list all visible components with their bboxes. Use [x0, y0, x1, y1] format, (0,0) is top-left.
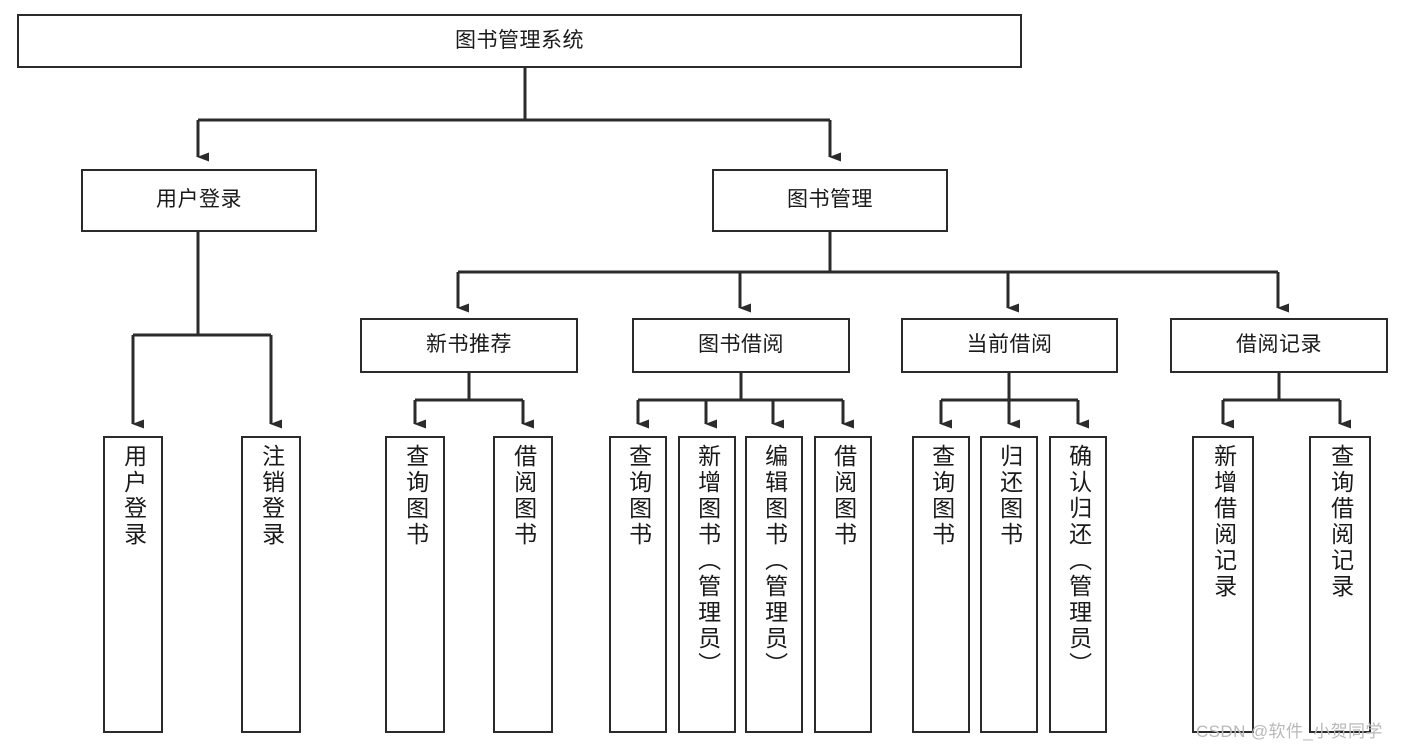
- node-book-borrowing[interactable]: 图书借阅: [632, 318, 850, 373]
- node-label: 图书管理系统: [455, 28, 584, 52]
- node-label: 归还图书: [996, 444, 1023, 548]
- node-root-book-management-system[interactable]: 图书管理系统: [17, 14, 1022, 68]
- node-user-login[interactable]: 用户登录: [81, 169, 317, 232]
- node-label: 图书借阅: [698, 333, 784, 357]
- node-label: 用户登录: [120, 444, 147, 548]
- leaf-query-book-borrowing[interactable]: 查询图书: [609, 436, 667, 733]
- leaf-add-book-admin[interactable]: 新增图书（管理员）: [678, 436, 736, 733]
- csdn-watermark: CSDN @软件_小贺同学: [1196, 722, 1383, 741]
- leaf-user-login[interactable]: 用户登录: [103, 436, 163, 733]
- node-label: 借阅图书: [510, 444, 537, 548]
- node-label: 注销登录: [258, 444, 285, 548]
- leaf-confirm-return-admin[interactable]: 确认归还（管理员）: [1049, 436, 1107, 733]
- leaf-borrow-book[interactable]: 借阅图书: [814, 436, 872, 733]
- node-label: 查询借阅记录: [1327, 444, 1354, 600]
- leaf-query-borrowing-record[interactable]: 查询借阅记录: [1309, 436, 1371, 733]
- node-label: 确认归还（管理员）: [1065, 444, 1092, 678]
- leaf-borrow-book-recommendation[interactable]: 借阅图书: [493, 436, 553, 733]
- leaf-query-book-current[interactable]: 查询图书: [912, 436, 970, 733]
- node-label: 新增图书（管理员）: [694, 444, 721, 678]
- node-label: 查询图书: [625, 444, 652, 548]
- node-borrowing-records[interactable]: 借阅记录: [1170, 318, 1388, 373]
- node-label: 新书推荐: [426, 333, 512, 357]
- node-label: 查询图书: [928, 444, 955, 548]
- node-current-borrowing[interactable]: 当前借阅: [901, 318, 1118, 373]
- leaf-return-book[interactable]: 归还图书: [980, 436, 1038, 733]
- node-label: 借阅图书: [830, 444, 857, 548]
- node-label: 当前借阅: [966, 333, 1053, 357]
- node-label: 查询图书: [402, 444, 429, 548]
- leaf-logout[interactable]: 注销登录: [241, 436, 301, 733]
- node-label: 借阅记录: [1236, 333, 1322, 357]
- node-label: 新增借阅记录: [1210, 444, 1237, 600]
- node-label: 用户登录: [156, 188, 242, 212]
- node-book-management[interactable]: 图书管理: [712, 169, 948, 232]
- leaf-edit-book-admin[interactable]: 编辑图书（管理员）: [745, 436, 803, 733]
- leaf-add-borrowing-record[interactable]: 新增借阅记录: [1192, 436, 1254, 733]
- node-label: 图书管理: [787, 188, 873, 212]
- node-new-book-recommendation[interactable]: 新书推荐: [360, 318, 578, 373]
- node-label: 编辑图书（管理员）: [761, 444, 788, 678]
- leaf-query-book-recommendation[interactable]: 查询图书: [385, 436, 445, 733]
